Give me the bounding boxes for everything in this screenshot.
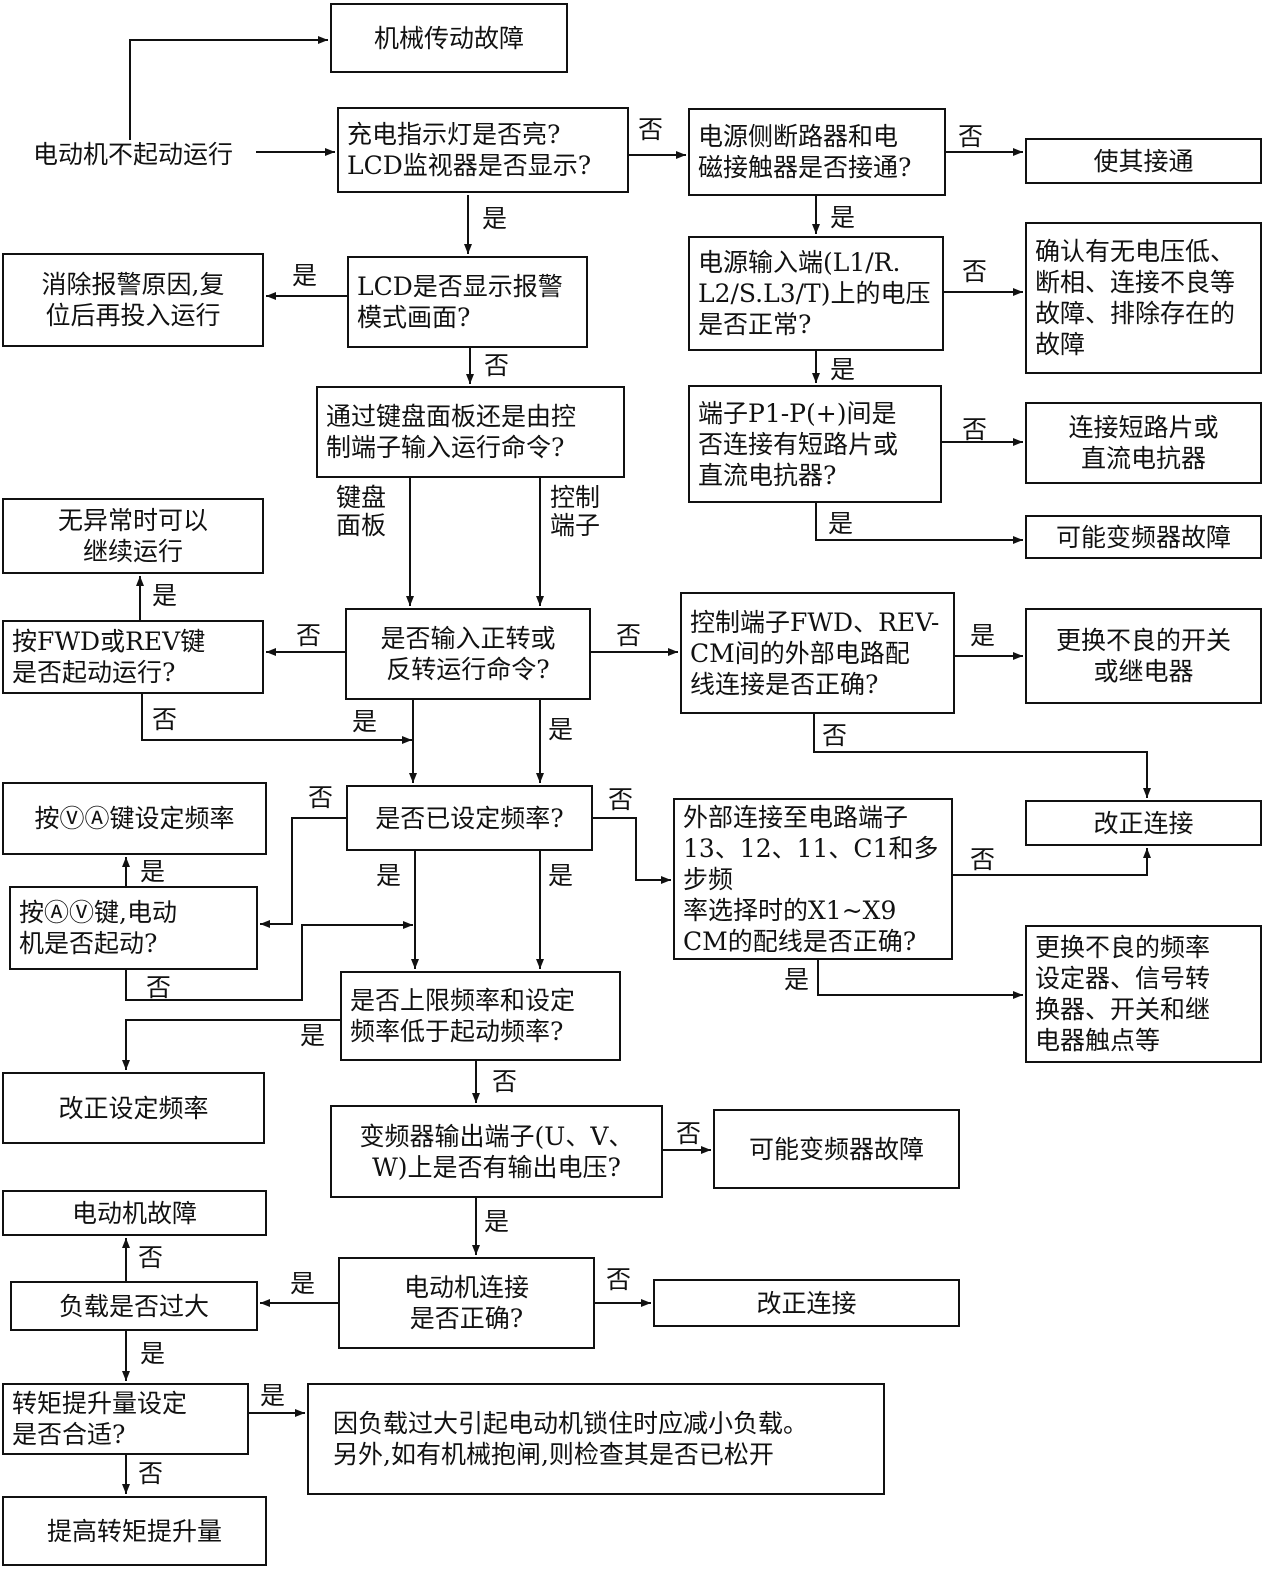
- edge-freqset-to-ext: [593, 817, 671, 884]
- label-fwdcmd-yes-b: 是: [548, 715, 574, 744]
- node-q-charge: 充电指示灯是否亮? LCD监视器是否显示?: [337, 107, 629, 193]
- edge-ext-to-fixconn: [953, 848, 1151, 876]
- label-extwire-no: 否: [970, 845, 996, 874]
- label-voltage-yes: 是: [830, 355, 856, 384]
- node-fix-freq: 改正设定频率: [2, 1072, 265, 1144]
- label-overload-no: 否: [138, 1243, 164, 1272]
- node-q-p1: 端子P1-P(+)间是 否连接有短路片或 直流电抗器?: [688, 385, 942, 503]
- label-freqset-yes-b: 是: [548, 861, 574, 890]
- node-confirm-voltage: 确认有无电压低、 断相、连接不良等 故障、排除存在的 故障: [1025, 222, 1262, 374]
- label-upper-yes: 是: [300, 1021, 326, 1050]
- node-inverter-fault-1: 可能变频器故障: [1025, 515, 1262, 559]
- edge-ext-to-replacefreq: [817, 960, 1023, 999]
- label-fwdwire-yes: 是: [970, 621, 996, 650]
- node-q-fwd-cmd: 是否输入正转或 反转运行命令?: [345, 608, 591, 700]
- label-terminal: 控制 端子: [550, 483, 601, 540]
- label-freqset-yes-a: 是: [376, 861, 402, 890]
- node-start: 电动机不起动运行: [32, 139, 233, 169]
- node-make-connect: 使其接通: [1025, 138, 1262, 184]
- label-alarm-no: 否: [484, 351, 510, 380]
- label-keystart-no: 否: [146, 973, 172, 1002]
- node-clear-alarm: 消除报警原因,复 位后再投入运行: [2, 253, 264, 347]
- edge-freqset-to-keystart: [260, 817, 346, 928]
- node-key-set-freq: 按ⓋⒶ键设定频率: [2, 782, 267, 855]
- label-keystart-yes: 是: [140, 857, 166, 886]
- label-charge-no: 否: [638, 115, 664, 144]
- node-q-fwd-key: 按FWD或REV键 是否起动运行?: [2, 620, 264, 694]
- node-motor-fault: 电动机故障: [2, 1190, 267, 1236]
- label-fwdcmd-no-left: 否: [296, 621, 322, 650]
- label-extwire-yes: 是: [784, 965, 810, 994]
- label-output-yes: 是: [484, 1207, 510, 1236]
- node-mech-fault: 机械传动故障: [330, 3, 568, 73]
- label-freqset-no-right: 否: [608, 785, 634, 814]
- node-q-voltage: 电源输入端(L1/R. L2/S.L3/T)上的电压 是否正常?: [688, 236, 944, 351]
- label-torque-no: 否: [138, 1459, 164, 1488]
- node-q-motor-conn: 电动机连接 是否正确?: [338, 1257, 595, 1349]
- node-reduce-load: 因负载过大引起电动机锁住时应减小负载。 另外,如有机械抱闸,则检查其是否已松开: [307, 1383, 885, 1495]
- label-p1-yes: 是: [828, 509, 854, 538]
- label-keypad: 键盘 面板: [336, 483, 387, 540]
- node-q-ext-wiring: 外部连接至电路端子 13、12、11、C1和多步频 率选择时的X1~X9 CM的…: [673, 798, 953, 960]
- label-overload-yes-down: 是: [140, 1339, 166, 1368]
- edge-p1-to-fault: [815, 503, 1023, 544]
- label-fwdwire-no: 否: [822, 721, 848, 750]
- node-continue-run: 无异常时可以 继续运行: [2, 498, 264, 574]
- label-p1-no: 否: [962, 415, 988, 444]
- node-q-fwd-wiring: 控制端子FWD、REV- CM间的外部电路配 线连接是否正确?: [680, 592, 955, 714]
- node-replace-freq: 更换不良的频率 设定器、信号转 换器、开关和继 电器触点等: [1025, 925, 1262, 1063]
- node-q-key-start: 按ⒶⓋ键,电动 机是否起动?: [9, 886, 258, 970]
- node-connect-short: 连接短路片或 直流电抗器: [1025, 402, 1262, 484]
- label-breaker-yes: 是: [830, 203, 856, 232]
- node-replace-switch: 更换不良的开关 或继电器: [1025, 608, 1262, 704]
- edge-keystart-no: [125, 921, 413, 1001]
- node-q-upper-freq: 是否上限频率和设定 频率低于起动频率?: [340, 971, 621, 1061]
- node-q-torque: 转矩提升量设定 是否合适?: [2, 1383, 249, 1455]
- node-q-alarm: LCD是否显示报警 模式画面?: [347, 256, 588, 348]
- edge-fwdwire-no: [813, 714, 1151, 798]
- node-q-source: 通过键盘面板还是由控 制端子输入运行命令?: [316, 386, 625, 478]
- label-output-no: 否: [676, 1119, 702, 1148]
- label-fwdkey-no: 否: [152, 705, 178, 734]
- label-fwdcmd-no-right: 否: [616, 621, 642, 650]
- edge-start-to-mech: [129, 36, 328, 140]
- node-inverter-fault-2: 可能变频器故障: [713, 1109, 960, 1189]
- node-raise-torque: 提高转矩提升量: [2, 1496, 267, 1566]
- label-torque-yes: 是: [260, 1381, 286, 1410]
- edge-fwdkey-no: [141, 694, 412, 744]
- node-q-breaker: 电源侧断路器和电 磁接触器是否接通?: [688, 108, 946, 196]
- label-fwdkey-yes: 是: [152, 581, 178, 610]
- edge-upper-to-fixfreq: [122, 1019, 340, 1070]
- label-alarm-yes: 是: [292, 261, 318, 290]
- label-motorconn-no: 否: [606, 1265, 632, 1294]
- label-overload-yes: 是: [290, 1269, 316, 1298]
- label-breaker-no: 否: [958, 122, 984, 151]
- label-voltage-no: 否: [962, 257, 988, 286]
- node-q-output: 变频器输出端子(U、V、 W)上是否有输出电压?: [330, 1105, 663, 1198]
- node-fix-conn-2: 改正连接: [653, 1279, 960, 1327]
- node-q-freq-set: 是否已设定频率?: [346, 785, 593, 851]
- node-fix-conn-1: 改正连接: [1025, 800, 1262, 846]
- label-freqset-no-left: 否: [308, 783, 334, 812]
- label-upper-no: 否: [492, 1067, 518, 1096]
- label-charge-yes: 是: [482, 204, 508, 233]
- node-q-overload: 负载是否过大: [10, 1281, 258, 1331]
- label-fwdcmd-yes-a: 是: [352, 707, 378, 736]
